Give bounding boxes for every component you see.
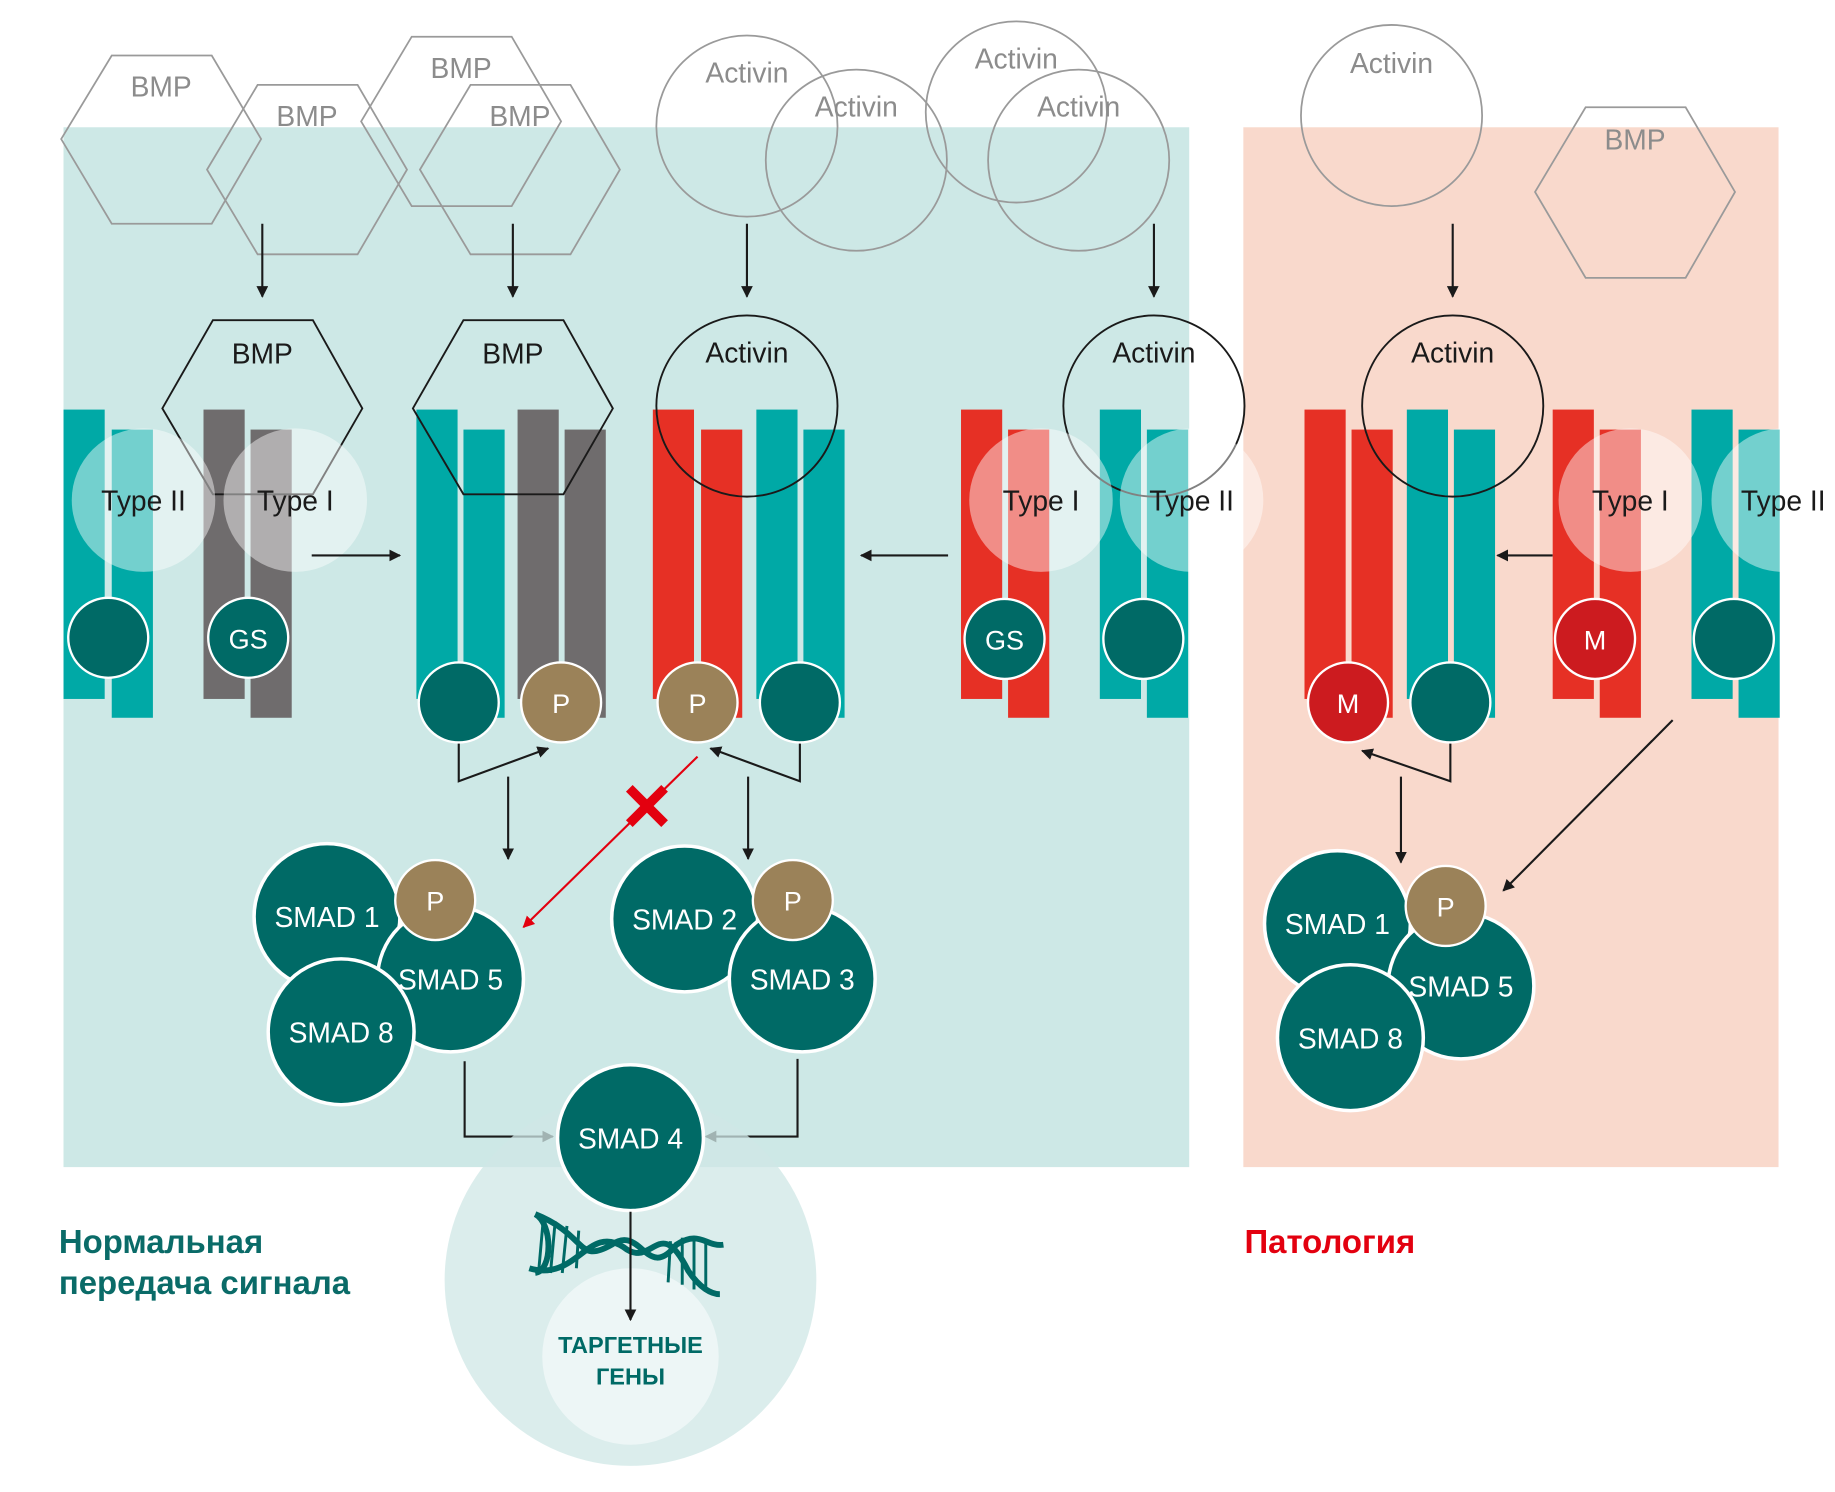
free-ligands: BMP BMP BMP BMP Activin Activin Activin … [60,20,1737,279]
svg-text:P: P [784,887,802,917]
activin-receptor-active: Activin P [652,314,845,744]
svg-text:SMAD 2: SMAD 2 [632,903,737,935]
smad-4: SMAD 4 [578,1122,683,1154]
svg-text:BMP: BMP [276,100,337,132]
dna-icon [528,1211,724,1298]
bmp-receptor-active: BMP P [411,319,614,744]
mutant-receptor-inactive: Type I Type II M [1552,409,1835,718]
svg-text:P: P [426,887,444,917]
normal-signaling-title: передача сигнала [59,1264,351,1301]
svg-text:Activin: Activin [815,91,898,123]
svg-text:Activin: Activin [1037,91,1120,123]
svg-text:Type I: Type I [1592,485,1669,517]
svg-text:Type II: Type II [1149,485,1234,517]
svg-text:SMAD 8: SMAD 8 [289,1016,394,1048]
svg-text:SMAD 8: SMAD 8 [1298,1022,1403,1054]
svg-text:Activin: Activin [705,57,788,89]
svg-text:BMP: BMP [489,100,550,132]
svg-text:BMP: BMP [1604,124,1665,156]
svg-text:SMAD 5: SMAD 5 [1408,971,1513,1003]
blocked-x-icon [625,785,668,827]
svg-text:P: P [689,689,707,719]
svg-text:BMP: BMP [232,338,293,370]
smad-1-5-8-complex: SMAD 1 SMAD 5 SMAD 8 P [252,841,526,1107]
activin-ligand: Activin [764,68,948,252]
activin-ligand: Activin [1300,24,1483,207]
svg-text:P: P [1437,893,1455,923]
svg-text:Type I: Type I [257,485,334,517]
activin-ligand: Activin [987,68,1171,252]
binding-arrows [256,223,1459,298]
target-genes-label: ГЕНЫ [596,1364,665,1390]
target-genes-label: ТАРГЕТНЫЕ [558,1332,703,1358]
nucleus: SMAD 4 ТАРГЕТНЫЕ ГЕНЫ [444,1063,817,1466]
svg-text:GS: GS [985,626,1024,656]
svg-text:SMAD 1: SMAD 1 [1285,908,1390,940]
svg-text:Type I: Type I [1003,485,1080,517]
svg-text:BMP: BMP [482,338,543,370]
svg-text:Activin: Activin [975,42,1058,74]
bmp-ligand: BMP [205,84,409,256]
svg-text:Type II: Type II [101,485,186,517]
svg-text:Activin: Activin [1411,337,1494,369]
bmp-ligand: BMP [418,84,621,256]
svg-text:M: M [1584,626,1607,656]
svg-text:Activin: Activin [705,337,788,369]
svg-text:SMAD 3: SMAD 3 [750,963,855,995]
svg-text:BMP: BMP [131,71,192,103]
svg-text:GS: GS [229,624,268,654]
smad-2-3-complex: SMAD 2 SMAD 3 P [609,844,877,1054]
activin-receptor-inactive: Activin Type I Type II GS [961,314,1264,718]
svg-text:M: M [1337,689,1360,719]
bmp-ligand: BMP [1534,106,1737,279]
bmp-receptor-inactive: BMP Type II Type I GS [63,319,367,718]
activin-ligand: Activin [924,20,1108,204]
svg-text:BMP: BMP [431,52,492,84]
svg-text:P: P [552,689,570,719]
bmp-ligand: BMP [60,54,263,225]
svg-text:Activin: Activin [1350,47,1433,79]
activin-ligand: Activin [655,34,839,218]
svg-text:Type II: Type II [1741,485,1826,517]
svg-text:Activin: Activin [1112,337,1195,369]
normal-signaling-title: Нормальная [59,1223,263,1260]
pathology-title: Патология [1245,1223,1416,1260]
svg-text:SMAD 5: SMAD 5 [398,963,503,995]
bmp-ligand: BMP [360,35,563,207]
svg-text:SMAD 1: SMAD 1 [274,901,379,933]
mutant-receptor-active: Activin M [1304,314,1545,744]
pathology-smad-complex: SMAD 1 SMAD 5 SMAD 8 P [1262,848,1536,1113]
